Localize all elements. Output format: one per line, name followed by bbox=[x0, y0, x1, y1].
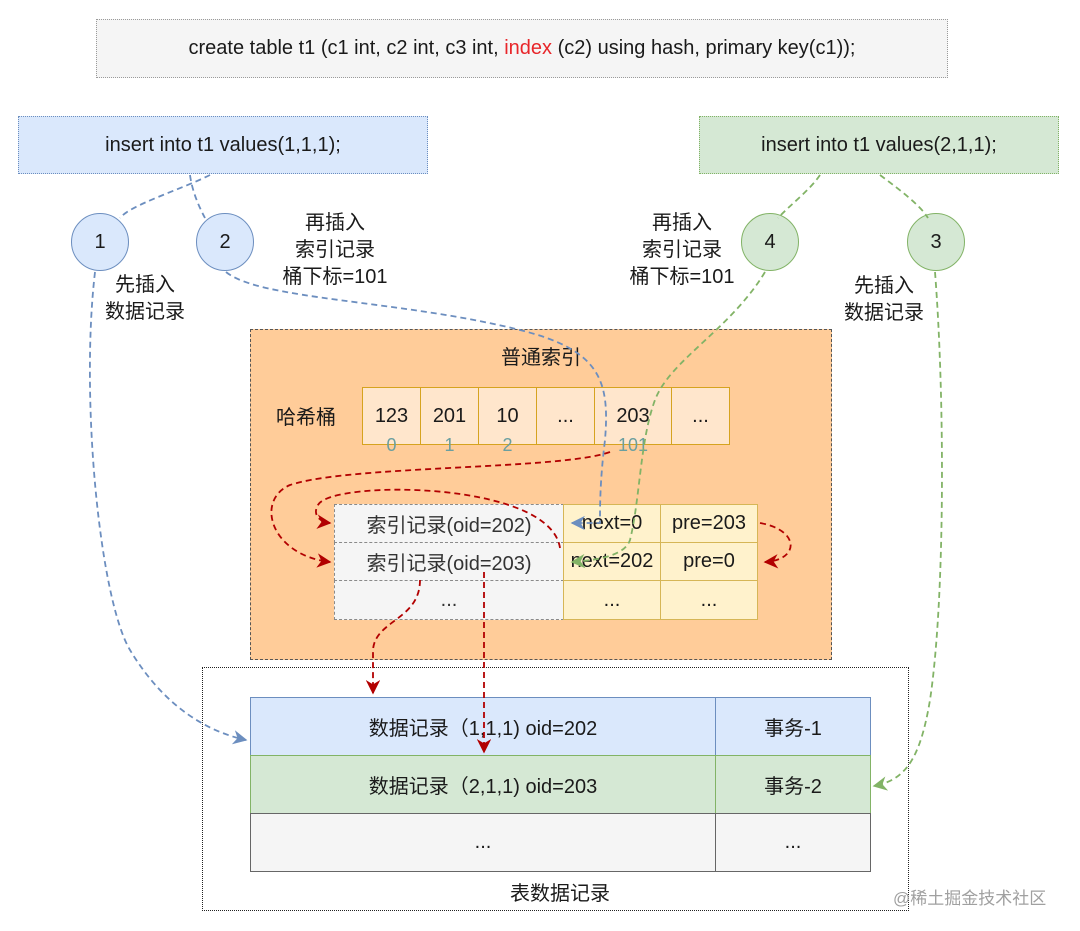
next-pointer: next=0 bbox=[563, 504, 661, 543]
normal-index-title: 普通索引 bbox=[501, 346, 581, 369]
step-2-circle: 2 bbox=[196, 213, 254, 271]
sql-before: create table t1 (c1 int, c2 int, c3 int, bbox=[188, 37, 505, 59]
bucket-index: 2 bbox=[502, 434, 513, 455]
index-record: ... bbox=[334, 580, 564, 620]
step-2-label: 再插入 索引记录 桶下标=101 bbox=[282, 212, 388, 288]
step-3-label: 先插入 数据记录 bbox=[844, 275, 924, 324]
pre-pointer: pre=203 bbox=[660, 504, 758, 543]
step-1-circle: 1 bbox=[71, 213, 129, 271]
step-3-circle: 3 bbox=[907, 213, 965, 271]
table-data-area bbox=[202, 667, 909, 911]
connector-tx2-step3 bbox=[879, 174, 929, 219]
transaction-cell: 事务-2 bbox=[715, 755, 871, 814]
next-pointer: ... bbox=[563, 580, 661, 620]
bucket-index: 101 bbox=[617, 434, 649, 455]
bucket-index: 1 bbox=[444, 434, 455, 455]
create-table-statement: create table t1 (c1 int, c2 int, c3 int,… bbox=[96, 19, 948, 78]
index-record: 索引记录(oid=203) bbox=[334, 542, 564, 581]
data-record-row: 数据记录（1,1,1) oid=202 bbox=[250, 697, 716, 756]
step-1-label: 先插入 数据记录 bbox=[105, 274, 185, 323]
sql-after: (c2) using hash, primary key(c1)); bbox=[552, 37, 856, 59]
table-caption: 表数据记录 bbox=[510, 882, 610, 905]
sql-index-keyword: index bbox=[504, 37, 553, 59]
data-record-row: 数据记录（2,1,1) oid=203 bbox=[250, 755, 716, 814]
hash-bucket: ... bbox=[671, 387, 730, 445]
transaction-cell: ... bbox=[715, 813, 871, 872]
tx2-insert-statement: insert into t1 values(2,1,1); bbox=[699, 116, 1059, 174]
watermark: @稀土掘金技术社区 bbox=[893, 889, 1047, 908]
next-pointer: next=202 bbox=[563, 542, 661, 581]
data-record-row: ... bbox=[250, 813, 716, 872]
connector-tx1-step1 bbox=[119, 174, 211, 219]
connector-tx2-step4 bbox=[777, 174, 821, 219]
bucket-index: 0 bbox=[386, 434, 397, 455]
hash-bucket: ... bbox=[536, 387, 595, 445]
step-4-circle: 4 bbox=[741, 213, 799, 271]
hash-bucket-label: 哈希桶 bbox=[276, 406, 336, 429]
pre-pointer: pre=0 bbox=[660, 542, 758, 581]
step-4-label: 再插入 索引记录 桶下标=101 bbox=[629, 212, 735, 288]
pre-pointer: ... bbox=[660, 580, 758, 620]
index-record: 索引记录(oid=202) bbox=[334, 504, 564, 543]
connector-tx1-step2 bbox=[189, 174, 206, 219]
transaction-cell: 事务-1 bbox=[715, 697, 871, 756]
tx1-insert-statement: insert into t1 values(1,1,1); bbox=[18, 116, 428, 174]
